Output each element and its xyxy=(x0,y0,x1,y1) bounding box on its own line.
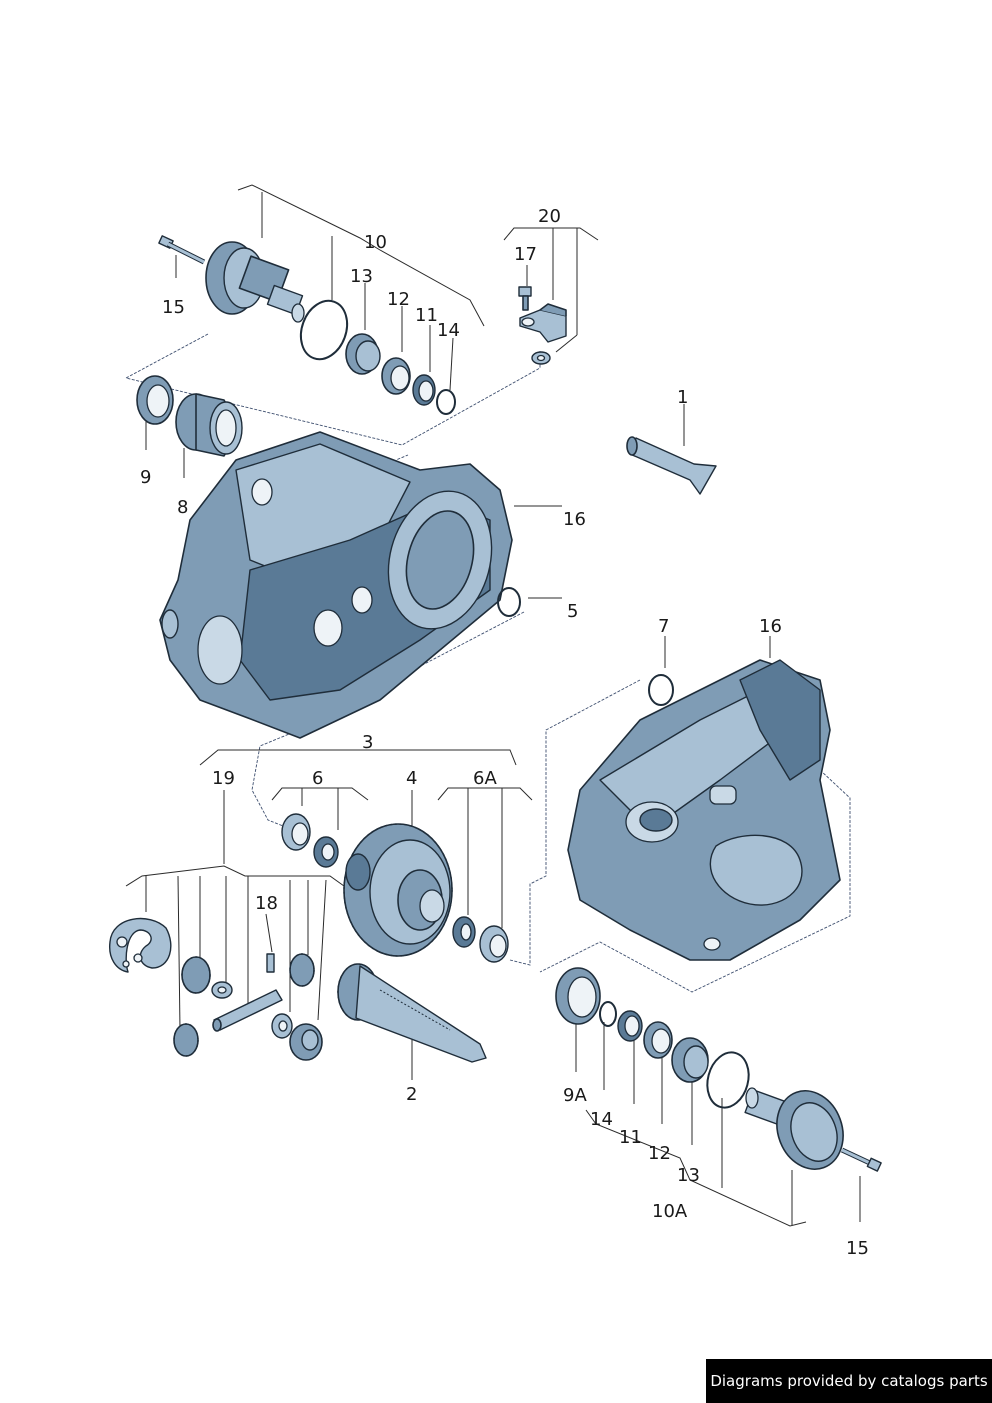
seal-9A xyxy=(555,967,601,1025)
callout-4: 4 xyxy=(406,768,417,789)
callout-14-top: 14 xyxy=(437,320,460,341)
callout-5: 5 xyxy=(567,601,578,622)
callout-17: 17 xyxy=(514,244,537,265)
callout-10A: 10A xyxy=(652,1201,688,1222)
crown-gear-4 xyxy=(343,823,453,957)
ring-12-top xyxy=(381,357,411,395)
callout-2: 2 xyxy=(406,1084,417,1105)
ring-12-bottom xyxy=(643,1021,673,1059)
pinion-gear-19b xyxy=(289,953,315,987)
thrust-washer-19b xyxy=(271,1013,293,1039)
callout-11-bottom: 11 xyxy=(619,1127,642,1148)
differential-pin-19 xyxy=(212,989,283,1032)
callout-6: 6 xyxy=(312,768,323,789)
bracket-20 xyxy=(519,303,567,343)
bolt-17 xyxy=(518,286,532,311)
callout-3: 3 xyxy=(362,732,373,753)
bearing-13-top xyxy=(345,333,381,375)
bearing-6 xyxy=(281,813,339,868)
callout-19: 19 xyxy=(212,768,235,789)
housing-16-top xyxy=(159,431,513,739)
flange-shaft-10-top xyxy=(205,241,305,323)
callout-15-top: 15 xyxy=(162,297,185,318)
seal-9 xyxy=(136,375,174,425)
flange-shaft-10A xyxy=(744,1087,844,1170)
attribution-banner: Diagrams provided by catalogs parts xyxy=(706,1359,992,1403)
o-ring-7 xyxy=(648,674,674,706)
ring-11-top xyxy=(412,374,436,406)
callout-18: 18 xyxy=(255,893,278,914)
thrust-washer-19a xyxy=(211,981,233,999)
housing-16-right xyxy=(567,659,841,961)
bearing-13-bottom xyxy=(671,1037,709,1083)
side-gear-19 xyxy=(289,1023,323,1061)
callout-14-bottom: 14 xyxy=(590,1109,613,1130)
callout-10: 10 xyxy=(364,232,387,253)
callout-11-top: 11 xyxy=(415,305,438,326)
bolt-15-bottom xyxy=(840,1147,882,1172)
callout-8: 8 xyxy=(177,497,188,518)
pin-18 xyxy=(266,953,275,973)
differential-case-19 xyxy=(109,917,172,973)
callout-16-top: 16 xyxy=(563,509,586,530)
callout-12-bottom: 12 xyxy=(648,1143,671,1164)
shaft-2 xyxy=(337,963,487,1063)
callout-9A: 9A xyxy=(563,1085,587,1106)
callout-13-top: 13 xyxy=(350,266,373,287)
o-ring-13-bottom xyxy=(706,1051,750,1109)
callout-1: 1 xyxy=(677,387,688,408)
circlip-14-bottom xyxy=(599,1001,617,1027)
circlip-14-top xyxy=(436,389,456,415)
side-gear-19c xyxy=(173,1023,199,1057)
bearing-6A xyxy=(452,916,509,963)
sealant-tube-1 xyxy=(626,436,717,495)
bolt-15-top xyxy=(158,235,206,265)
callout-9: 9 xyxy=(140,467,151,488)
callout-13-bottom: 13 xyxy=(677,1165,700,1186)
callout-12-top: 12 xyxy=(387,289,410,310)
attribution-text: Diagrams provided by catalogs parts xyxy=(710,1372,988,1390)
callout-15-bottom: 15 xyxy=(846,1238,869,1259)
callout-16-right: 16 xyxy=(759,616,782,637)
o-ring-5 xyxy=(497,587,521,617)
callout-20: 20 xyxy=(538,206,561,227)
callout-7: 7 xyxy=(658,616,669,637)
callout-labels: 10 13 12 11 14 15 20 17 1 9 8 16 5 7 16 … xyxy=(140,206,869,1259)
sleeve-8 xyxy=(175,393,243,457)
callout-6A: 6A xyxy=(473,768,497,789)
o-ring-13-top xyxy=(299,299,349,361)
washer-20 xyxy=(531,351,551,365)
ring-11-bottom xyxy=(617,1010,643,1042)
pinion-gear-19a xyxy=(181,956,211,994)
